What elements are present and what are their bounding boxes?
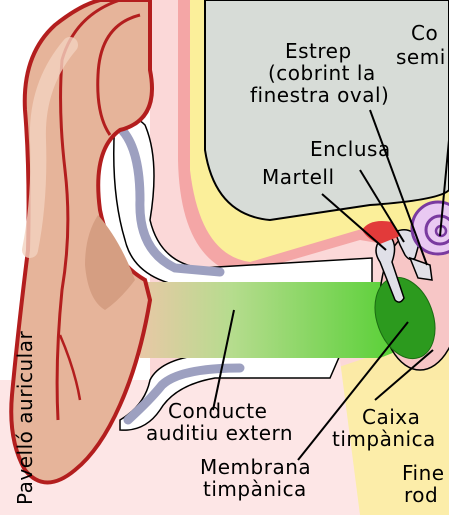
label-eardrum-2: timpànica	[203, 477, 307, 501]
label-semicircular-canals-1: Co	[411, 21, 438, 45]
label-ear-canal-1: Conducte	[168, 399, 267, 423]
label-tympanic-cavity-2: timpànica	[332, 427, 436, 451]
label-stapes-1: Estrep	[285, 39, 352, 63]
label-stapes-3: finestra oval)	[250, 83, 389, 107]
label-round-window-2: rod	[404, 483, 438, 507]
label-auricle: Pavelló auricular	[13, 331, 37, 505]
label-eardrum-1: Membrana	[200, 455, 311, 479]
label-incus: Enclusa	[310, 137, 391, 161]
ear-canal	[140, 282, 400, 358]
label-tympanic-cavity-1: Caixa	[362, 405, 420, 429]
label-malleus: Martell	[262, 165, 335, 189]
label-round-window-1: Fine	[402, 461, 445, 485]
label-ear-canal-2: auditiu extern	[146, 421, 293, 445]
label-stapes-2: (cobrint la	[268, 61, 376, 85]
label-semicircular-canals-2: semi	[396, 45, 446, 69]
